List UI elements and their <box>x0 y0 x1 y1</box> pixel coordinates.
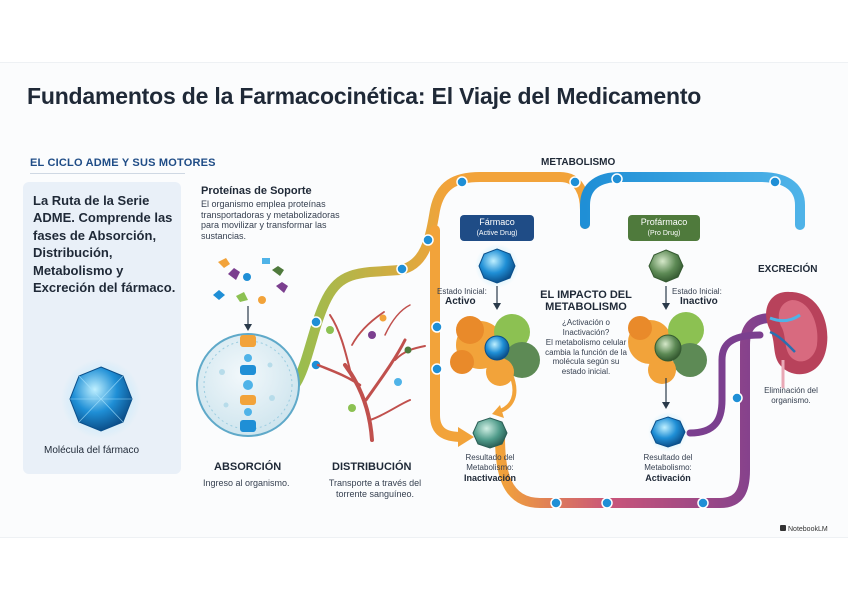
pathway-activation <box>686 331 764 437</box>
pathway-prodrug <box>580 172 805 230</box>
active-drug-label: Fármaco <box>479 217 515 227</box>
pathway-metabolism-left <box>430 225 467 442</box>
support-proteins-heading: Proteínas de Soporte <box>201 185 312 197</box>
inactivated-molecule-icon <box>472 417 508 449</box>
watermark-icon <box>780 525 786 531</box>
prodrug-label: Profármaco <box>640 217 688 227</box>
result-prodrug-value: Activación <box>645 473 691 483</box>
prodrug-sub: (Pro Drug) <box>647 230 681 237</box>
section-label: EL CICLO ADME Y SUS MOTORES <box>30 157 216 169</box>
prodrug-state-label: Estado Inicial: <box>672 287 722 296</box>
kidney-icon <box>766 291 828 388</box>
pathway-distribution <box>273 172 590 400</box>
prodrug-badge: Profármaco (Pro Drug) <box>628 215 700 241</box>
transporter-protein-icon <box>213 258 288 331</box>
arrow-head-icon <box>662 303 670 310</box>
arrow-head-icon <box>492 405 504 418</box>
cell-icon <box>196 333 300 437</box>
arrow-head-icon <box>662 402 670 409</box>
active-state-value: Activo <box>445 296 476 307</box>
page-title: Fundamentos de la Farmacocinética: El Vi… <box>27 83 702 109</box>
blood-vessels-icon <box>316 304 426 442</box>
molecule-label: Molécula del fármaco <box>44 445 140 456</box>
absorption-title: ABSORCIÓN <box>214 461 282 473</box>
excretion-text: Eliminación del organismo. <box>764 386 818 405</box>
support-proteins-text: El organismo emplea proteínas transporta… <box>201 199 340 241</box>
impact-title: EL IMPACTO DEL METABOLISMO <box>540 289 632 313</box>
pathway-excretion <box>495 313 777 508</box>
impact-question: ¿Activación o Inactivación? <box>561 318 611 337</box>
arrow-head-icon <box>493 303 501 310</box>
active-drug-sub: (Active Drug) <box>476 230 518 237</box>
pathway-nodes <box>310 173 781 509</box>
active-drug-badge: Fármaco (Active Drug) <box>460 215 534 241</box>
enzyme-icon <box>450 314 540 386</box>
metabolism-label: METABOLISMO <box>541 157 616 168</box>
prodrug-molecule-icon <box>648 249 684 283</box>
notebooklm-watermark: NotebookLM <box>780 525 828 536</box>
absorption-text: Ingreso al organismo. <box>203 478 290 488</box>
intro-text: La Ruta de la Serie ADME. Comprende las … <box>33 193 176 296</box>
drug-molecule-icon <box>61 359 141 439</box>
prodrug-state-value: Inactivo <box>680 296 718 307</box>
result-active-label: Resultado del Metabolismo: <box>465 453 515 472</box>
distribution-title: DISTRIBUCIÓN <box>332 461 412 473</box>
enzyme-icon <box>628 312 707 384</box>
blood-molecules <box>326 314 412 412</box>
distribution-text: Transporte a través del torrente sanguín… <box>328 478 422 499</box>
excretion-title: EXCRECIÓN <box>758 264 818 275</box>
result-active-value: Inactivación <box>463 473 517 483</box>
watermark-text: NotebookLM <box>788 526 828 533</box>
active-drug-molecule-icon <box>475 244 519 288</box>
active-state-label: Estado Inicial: <box>437 287 487 296</box>
result-prodrug-label: Resultado del Metabolismo: <box>643 453 693 472</box>
activated-molecule-icon <box>648 412 688 452</box>
arrow-head-icon <box>458 427 474 447</box>
impact-text: El metabolismo celular cambia la función… <box>545 338 627 376</box>
section-divider <box>30 173 185 174</box>
